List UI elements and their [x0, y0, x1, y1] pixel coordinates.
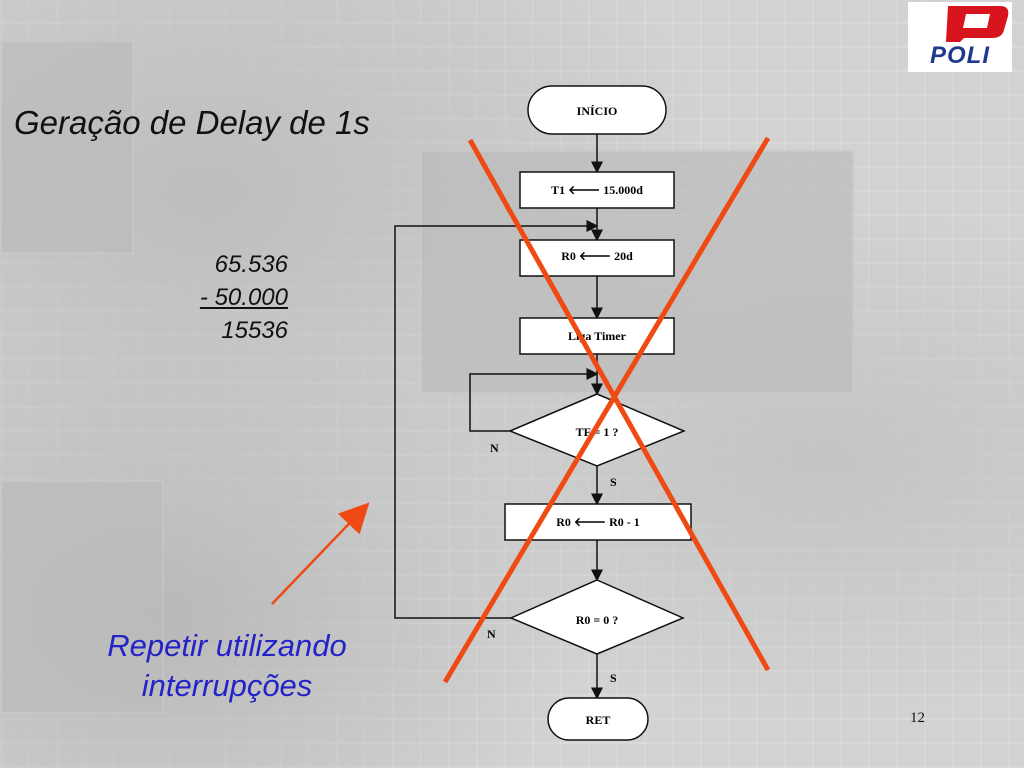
decision-tf-label: TF = 1 ?: [576, 425, 619, 439]
end-label: RET: [586, 713, 611, 727]
calc-line-2: - 50.000: [199, 284, 288, 311]
decision-r0-label: R0 = 0 ?: [576, 613, 619, 627]
poli-logo-mark: [946, 6, 1009, 42]
cross-out-line-2: [442, 136, 771, 684]
calculation-block: 65.536 - 50.000 15536: [148, 248, 288, 347]
calc-line-3: 15536: [221, 317, 288, 344]
step-set-r0-label: R0 🡐 20d: [561, 249, 633, 263]
loop-back-tf: [469, 368, 599, 432]
step-set-t1: T1 🡐 15.000d: [519, 171, 675, 209]
note-text: Repetir utilizando interrupções: [62, 626, 392, 706]
note-line-1: Repetir utilizando: [107, 628, 347, 663]
label-n-r0: N: [487, 627, 496, 641]
decision-r0: R0 = 0 ?: [509, 579, 685, 655]
pointer-arrow: [271, 502, 370, 605]
note-line-2: interrupções: [141, 668, 313, 703]
start-terminal: INÍCIO: [527, 85, 667, 135]
poli-logo: POLI: [908, 2, 1012, 72]
label-s-tf: S: [610, 475, 617, 489]
slide-title: Geração de Delay de 1s: [14, 104, 370, 141]
start-label: INÍCIO: [577, 104, 618, 118]
label-s-r0: S: [610, 671, 617, 685]
label-n-tf: N: [490, 441, 499, 455]
calc-line-1: 65.536: [214, 251, 288, 278]
end-terminal: RET: [547, 697, 649, 741]
loop-back-r0: [394, 220, 599, 619]
step-set-t1-label: T1 🡐 15.000d: [551, 183, 643, 197]
cross-out-line-1: [467, 138, 771, 672]
page-number: 12: [910, 710, 925, 726]
logo-text: POLI: [929, 42, 990, 69]
step-decrement-r0-label: R0 🡐 R0 - 1: [556, 515, 640, 529]
step-decrement-r0: R0 🡐 R0 - 1: [504, 503, 692, 541]
